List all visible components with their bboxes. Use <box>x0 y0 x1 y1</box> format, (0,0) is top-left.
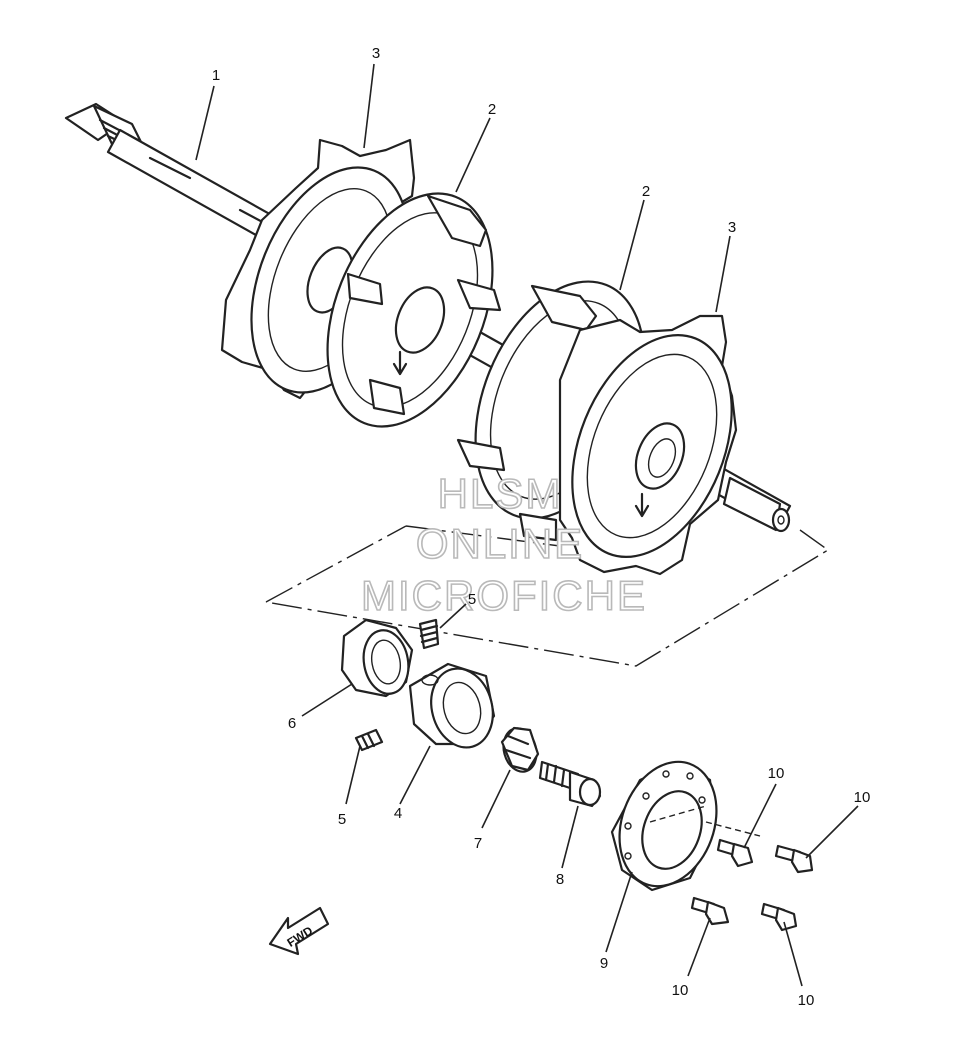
collar <box>500 726 540 773</box>
flange <box>610 760 718 892</box>
callout-10-c: 10 <box>672 982 689 999</box>
callout-5-lower: 5 <box>338 811 346 828</box>
callout-5-top: 5 <box>468 591 476 608</box>
callout-3-left: 3 <box>372 45 380 62</box>
watermark-line-3: MICROFICHE <box>361 572 647 619</box>
callout-8: 8 <box>556 871 564 888</box>
callout-1: 1 <box>212 67 220 84</box>
callout-10-b: 10 <box>854 789 871 806</box>
assembly-outline <box>265 525 830 667</box>
callout-6: 6 <box>288 715 296 732</box>
flange-bolt-4 <box>760 902 798 932</box>
callout-3-right: 3 <box>728 219 736 236</box>
watermark-line-2: ONLINE <box>416 520 584 567</box>
flange-bolt-1 <box>716 838 754 868</box>
flange-bolt-3 <box>690 896 730 926</box>
bolt <box>538 760 602 808</box>
callout-7: 7 <box>474 835 482 852</box>
callout-9: 9 <box>600 955 608 972</box>
callouts: 1 3 2 2 3 5 6 5 4 7 8 10 10 9 10 10 <box>212 45 871 1009</box>
forward-arrow-icon: FWD <box>268 906 330 956</box>
callout-10-d: 10 <box>798 992 815 1009</box>
watermark-line-1: HLSM <box>438 470 563 517</box>
leader-lines <box>195 63 859 987</box>
callout-10-a: 10 <box>768 765 785 782</box>
set-screw-top <box>418 618 440 650</box>
bearing-housing <box>340 618 414 698</box>
flange-bolt-2 <box>774 844 814 874</box>
sprocket-right <box>558 314 738 576</box>
callout-2-right: 2 <box>642 183 650 200</box>
bearing <box>408 662 496 749</box>
sprocket-hub-left <box>326 192 502 428</box>
callout-4: 4 <box>394 805 402 822</box>
callout-2-left: 2 <box>488 101 496 118</box>
watermark: HLSM ONLINE MICROFICHE <box>360 469 647 620</box>
